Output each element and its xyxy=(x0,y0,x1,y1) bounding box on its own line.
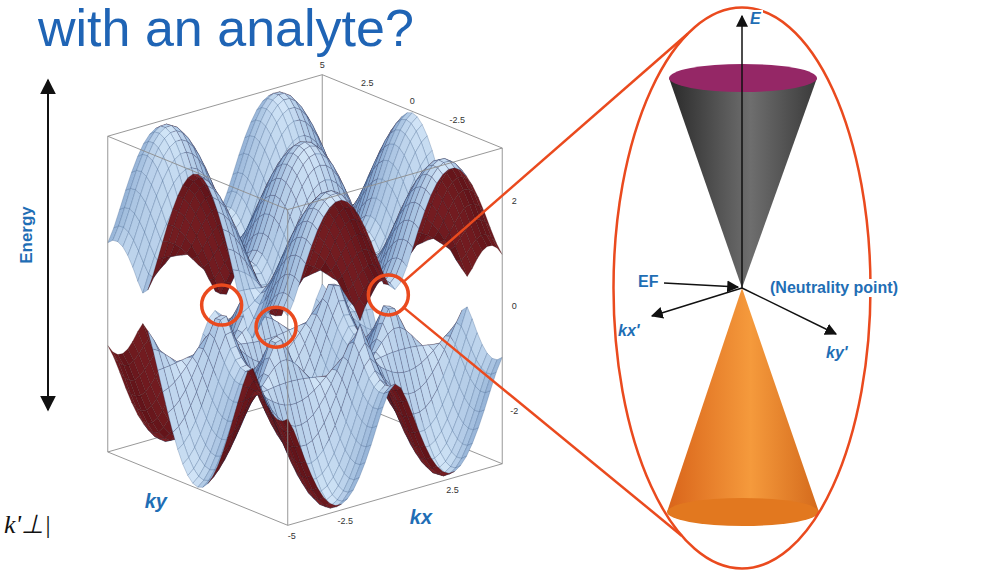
surface-patch xyxy=(158,368,169,392)
surface-patch xyxy=(456,456,467,468)
surface-patch xyxy=(148,331,159,351)
surface-patch xyxy=(163,388,174,413)
surface-patch xyxy=(462,443,473,458)
surface-patch xyxy=(491,237,502,255)
surface-patch xyxy=(153,257,164,275)
surface-patch xyxy=(158,241,169,259)
surface-patch xyxy=(213,460,224,477)
surface-patch xyxy=(420,445,431,459)
surface-patch xyxy=(479,391,490,412)
surface-patch xyxy=(473,410,484,430)
surface-patch xyxy=(491,357,502,374)
band-surfaces xyxy=(108,92,502,508)
plot-box-back xyxy=(108,75,502,464)
surface-patch xyxy=(218,447,229,466)
surface-patch xyxy=(467,428,478,446)
surface-patch xyxy=(408,416,419,433)
surface-patch xyxy=(485,222,496,243)
surface-patch xyxy=(402,400,413,417)
surface-patch xyxy=(414,431,425,447)
surface-patch xyxy=(153,349,164,370)
surface-patch xyxy=(426,457,437,468)
surface-patch xyxy=(143,274,154,293)
